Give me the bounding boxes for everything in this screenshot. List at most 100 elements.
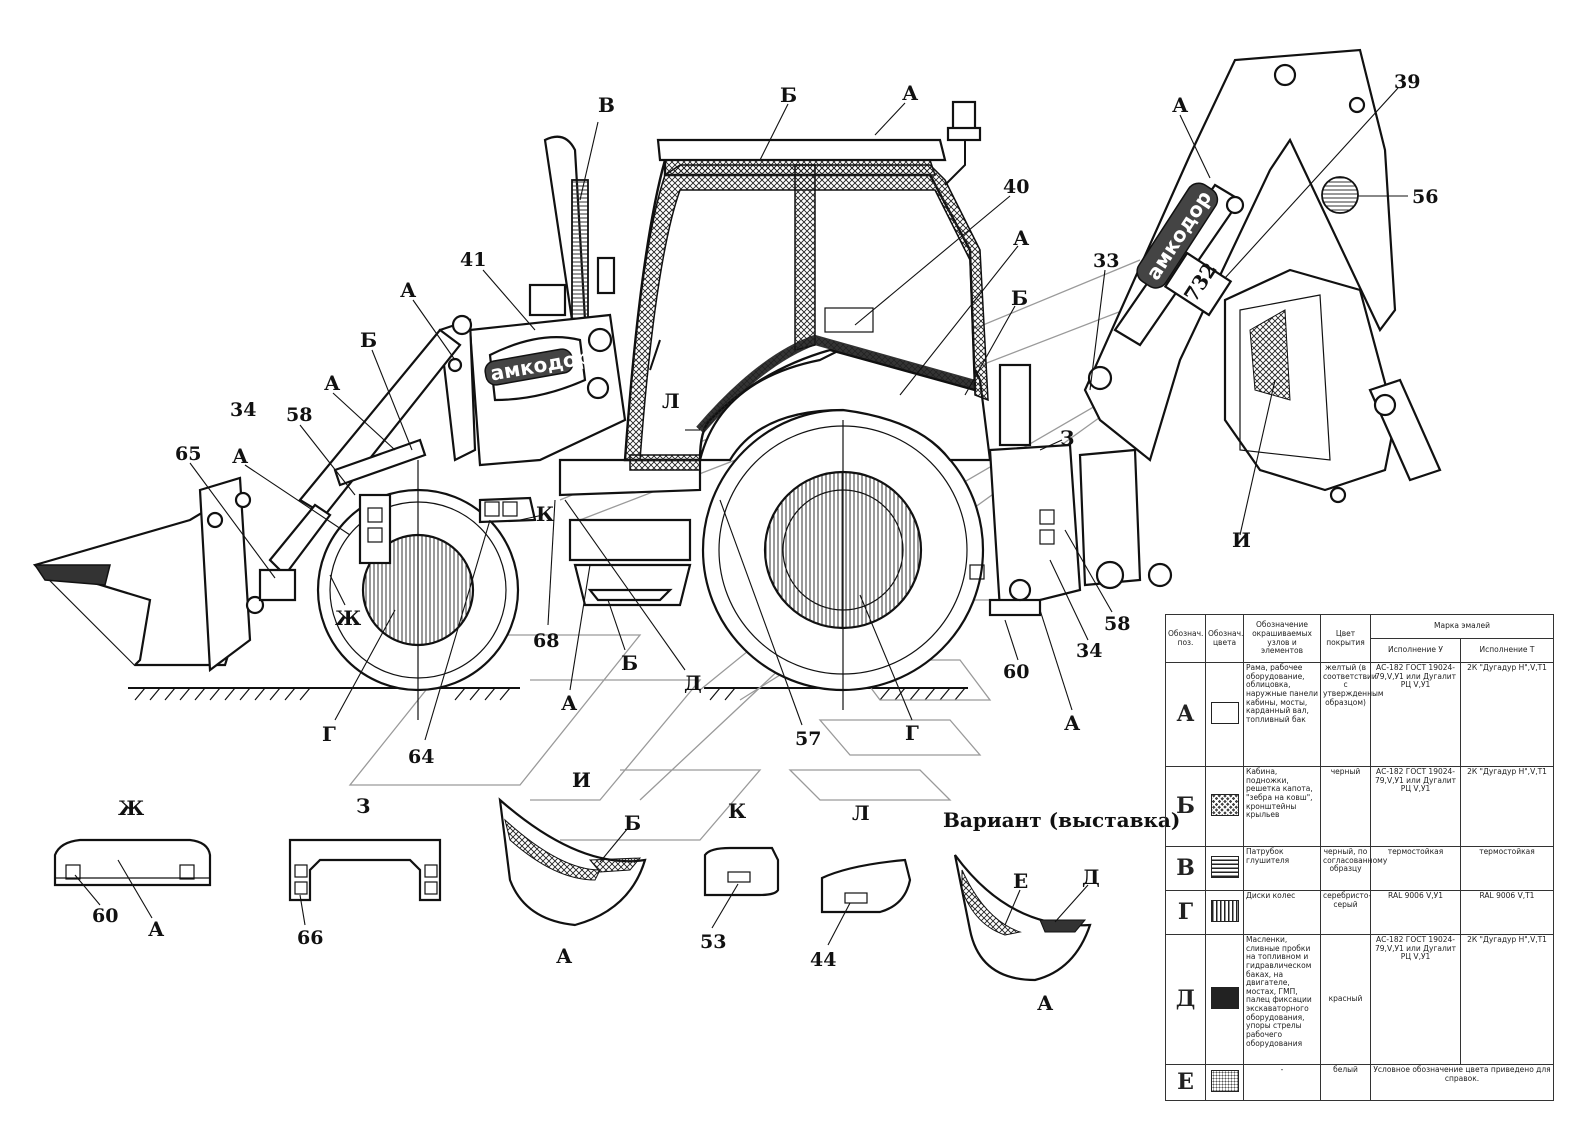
detail-view-k: К 53 xyxy=(700,799,780,953)
detail-k-title: К xyxy=(728,799,746,823)
callout-64: 64 xyxy=(408,746,434,768)
legend-header-row: Обознач. поз. Обознач. цвета Обозначение… xyxy=(1165,614,1554,663)
callout-letters: В Б А А Б А И А Б А А Ж Г Л К А Б Д Г А … xyxy=(232,81,1251,746)
detail-i-a: А xyxy=(556,944,573,968)
swatch-horizontal-stripes xyxy=(1210,856,1239,879)
callout-b-roof: Б xyxy=(780,83,797,107)
callout-a-step: А xyxy=(561,691,578,715)
callout-a-boom: А xyxy=(1172,93,1189,117)
swatch-black xyxy=(1210,794,1239,817)
legend-parts: Кабина, подножки, решетка капота, "зебра… xyxy=(1243,766,1321,847)
callout-65: 65 xyxy=(175,443,201,465)
callout-a-link: А xyxy=(324,371,341,395)
detail-zh-a: А xyxy=(148,917,165,941)
callout-60: 60 xyxy=(1003,661,1029,683)
legend-coating: желтый (в соответствии с утвержденным об… xyxy=(1320,662,1384,767)
legend-coating: серебристо-серый xyxy=(1320,890,1371,935)
legend-row: Б Кабина, подножки, решетка капота, "зеб… xyxy=(1165,766,1554,847)
legend-code: Е xyxy=(1165,1064,1206,1101)
callout-a-frame: А xyxy=(1064,711,1081,735)
detail-view-i: И Б А xyxy=(498,768,647,968)
header-pos: Обознач. поз. xyxy=(1165,614,1206,663)
rear-wheel xyxy=(701,408,985,710)
front-hood: амкодор xyxy=(468,313,627,467)
callout-a-arm: А xyxy=(400,278,417,302)
loader-arm xyxy=(268,314,537,577)
callout-34-rear: 34 xyxy=(1076,640,1102,662)
variant-e: Е xyxy=(1013,869,1028,893)
legend-exec-t: RAL 9006 V,Т1 xyxy=(1460,890,1554,935)
legend-coating: белый xyxy=(1320,1064,1371,1101)
legend-row: А Рама, рабочее оборудование, облицовка,… xyxy=(1165,662,1554,767)
callout-b-step: Б xyxy=(621,651,638,675)
projection-lines xyxy=(348,259,1151,841)
legend-exec-u: АС-182 ГОСТ 19024-79,V,У1 или Дугалит РЦ… xyxy=(1370,662,1461,767)
legend-code: Б xyxy=(1165,766,1206,847)
legend-coating: красный xyxy=(1320,934,1371,1065)
header-enamel: Марка эмалей xyxy=(1370,614,1554,639)
ground-line xyxy=(128,687,968,701)
swatch-dots xyxy=(1210,1070,1239,1093)
variant-d: Д xyxy=(1082,865,1100,889)
callout-l: Л xyxy=(662,389,680,413)
detail-view-l: Л 44 xyxy=(810,801,912,971)
callout-34-front: 34 xyxy=(230,399,256,421)
leader-lines xyxy=(189,87,1408,741)
legend-parts: Диски колес xyxy=(1243,890,1321,935)
cabin xyxy=(587,138,989,471)
callout-g-rear: Г xyxy=(905,721,919,745)
legend-exec-u: RAL 9006 V,У1 xyxy=(1370,890,1461,935)
callout-i: И xyxy=(1232,528,1251,552)
callout-58-front: 58 xyxy=(286,404,312,426)
legend-parts: - xyxy=(1243,1064,1321,1101)
legend-parts: Патрубок глушителя xyxy=(1243,846,1321,891)
callout-v: В xyxy=(598,93,615,117)
callout-57: 57 xyxy=(795,728,821,750)
swatch-solid xyxy=(1210,987,1239,1010)
legend-exec-u: термостойкая xyxy=(1370,846,1461,891)
callout-a-roof: А xyxy=(902,81,919,105)
legend-exec-u: АС-182 ГОСТ 19024-79,V,У1 или Дугалит РЦ… xyxy=(1370,766,1461,847)
detail-view-z: З 66 xyxy=(288,794,442,949)
callout-zh: Ж xyxy=(335,606,362,630)
rear-frame xyxy=(969,363,1173,617)
legend-exec-t: 2К "Дугадур Н",V,Т1 xyxy=(1460,662,1554,767)
header-parts: Обозначение окрашиваемых узлов и элемент… xyxy=(1243,614,1321,663)
boom-emblem xyxy=(1321,176,1359,214)
callout-z: З xyxy=(1060,426,1074,450)
detail-view-variant: Вариант (выставка) Е Д А xyxy=(943,808,1180,1015)
callout-g-front: Г xyxy=(322,722,336,746)
legend-exec-t: термостойкая xyxy=(1460,846,1554,891)
legend-note: Условное обозначение цвета приведено для… xyxy=(1370,1064,1554,1101)
swatch-vertical-stripes xyxy=(1210,900,1239,923)
swatch-white xyxy=(1210,702,1239,725)
variant-title: Вариант (выставка) xyxy=(943,808,1180,832)
legend-code: А xyxy=(1165,662,1206,767)
paint-legend-table: Обознач. поз. Обознач. цвета Обозначение… xyxy=(1165,614,1554,1101)
legend-code: В xyxy=(1165,846,1206,891)
beacon-light xyxy=(944,100,982,186)
legend-parts: Рама, рабочее оборудование, облицовка, н… xyxy=(1243,662,1321,767)
callout-68: 68 xyxy=(533,630,559,652)
exhaust-pipe xyxy=(528,135,616,322)
legend-parts: Масленки, сливные пробки на топливном и … xyxy=(1243,934,1321,1065)
front-bucket xyxy=(32,476,297,673)
detail-z-title: З xyxy=(356,794,370,818)
detail-z-66: 66 xyxy=(297,927,323,949)
detail-zh-60: 60 xyxy=(92,905,118,927)
legend-exec-t: 2К "Дугадур Н",V,Т1 xyxy=(1460,934,1554,1065)
callout-40: 40 xyxy=(1003,176,1029,198)
callout-41: 41 xyxy=(460,249,486,271)
detail-l-44: 44 xyxy=(810,949,836,971)
legend-code: Д xyxy=(1165,934,1206,1065)
callout-b-fender: Б xyxy=(1011,286,1028,310)
header-exec-u: Исполнение У xyxy=(1370,638,1461,663)
callout-d: Д xyxy=(684,671,702,695)
legend-row: В Патрубок глушителя черный, по согласов… xyxy=(1165,846,1554,891)
detail-zh-title: Ж xyxy=(118,796,145,820)
detail-l-title: Л xyxy=(852,801,870,825)
callout-39: 39 xyxy=(1394,71,1420,93)
legend-row: Г Диски колес серебристо-серый RAL 9006 … xyxy=(1165,890,1554,935)
callout-a-fender: А xyxy=(1013,226,1030,250)
